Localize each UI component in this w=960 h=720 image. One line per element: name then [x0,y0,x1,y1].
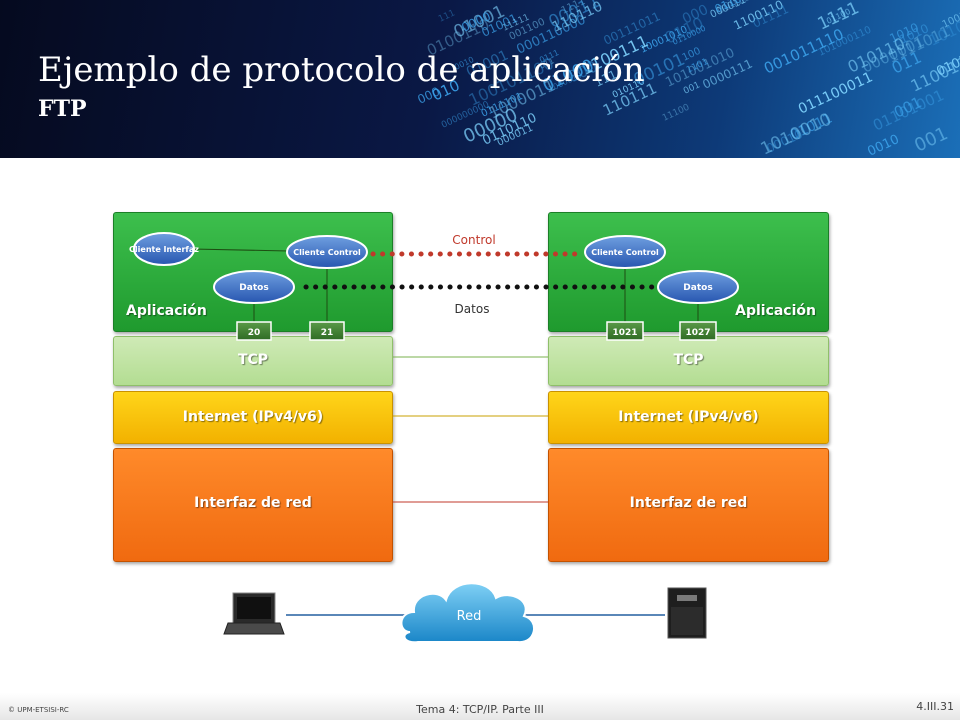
svg-text:Cliente Interfaz: Cliente Interfaz [129,245,199,254]
footer-bar [0,693,960,720]
left-application-label: Aplicación [126,303,207,319]
right-port-1021: 1021 [606,321,644,341]
page-subtitle: FTP [38,96,87,122]
left-interface-control-link [191,248,289,252]
left-data-process: Datos [213,270,295,304]
right-client-control-process: Cliente Control [584,235,666,269]
footer-copyright: © UPM-ETSISI-RC [8,706,69,714]
cloud-label: Red [457,609,482,624]
footer-title: Tema 4: TCP/IP. Parte III [416,703,544,716]
left-internet-label: Internet (IPv4/v6) [182,409,324,425]
right-interface-layer: Interfaz de red [548,448,829,562]
left-client-control-process: Cliente Control [286,235,368,269]
cloud-icon: Red [400,582,535,644]
left-tcp-layer: TCP [113,336,393,386]
svg-text:Datos: Datos [683,283,712,293]
right-data-process: Datos [657,270,739,304]
svg-text:20: 20 [248,328,261,338]
binary-background: 0011000101010011001000011000000010111100… [415,0,960,158]
data-label: Datos [455,302,490,316]
right-interface-label: Interfaz de red [629,495,748,511]
control-label: Control [452,233,495,247]
left-port-21: 21 [309,321,345,341]
right-internet-layer: Internet (IPv4/v6) [548,391,829,444]
left-port-20: 20 [236,321,272,341]
page-title: Ejemplo de protocolo de aplicación [38,50,645,90]
right-application-label: Aplicación [735,303,816,319]
laptop-icon [223,592,285,635]
left-interface-label: Interfaz de red [194,495,312,511]
footer-page-number: 4.III.31 [916,700,954,713]
server-icon [667,587,707,639]
left-tcp-label: TCP [237,352,269,368]
left-client-interface-process: Cliente Interfaz [129,232,199,266]
svg-text:1027: 1027 [685,328,710,338]
left-internet-layer: Internet (IPv4/v6) [113,391,393,444]
svg-text:Cliente Control: Cliente Control [591,248,659,257]
svg-text:21: 21 [321,328,334,338]
left-interface-layer: Interfaz de red [113,448,393,562]
svg-text:Datos: Datos [239,283,268,293]
right-internet-label: Internet (IPv4/v6) [618,409,759,425]
right-port-1027: 1027 [679,321,717,341]
right-tcp-label: TCP [673,352,704,368]
right-tcp-layer: TCP [548,336,829,386]
svg-text:Cliente Control: Cliente Control [293,248,361,257]
svg-text:1021: 1021 [612,328,637,338]
